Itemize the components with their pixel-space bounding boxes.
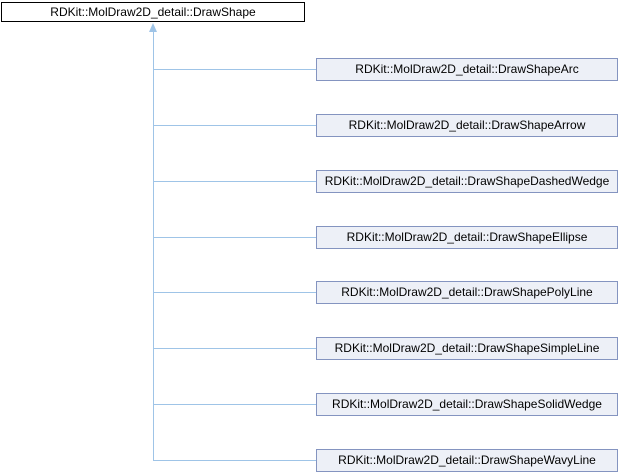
inheritance-edge-branch xyxy=(153,460,316,461)
class-node-drawshapewavyline[interactable]: RDKit::MolDraw2D_detail::DrawShapeWavyLi… xyxy=(316,449,618,472)
inheritance-arrowhead-icon xyxy=(149,23,157,32)
inheritance-edge-branch xyxy=(153,348,316,349)
class-node-drawshapepolyline[interactable]: RDKit::MolDraw2D_detail::DrawShapePolyLi… xyxy=(316,281,618,304)
inheritance-edge-branch xyxy=(153,181,316,182)
class-node-drawshapearrow[interactable]: RDKit::MolDraw2D_detail::DrawShapeArrow xyxy=(316,114,618,137)
inheritance-edge-trunk xyxy=(153,30,154,461)
class-node-drawshapeellipse[interactable]: RDKit::MolDraw2D_detail::DrawShapeEllips… xyxy=(316,226,618,249)
inheritance-edge-branch xyxy=(153,404,316,405)
class-node-drawshapesimpleline[interactable]: RDKit::MolDraw2D_detail::DrawShapeSimple… xyxy=(316,337,618,360)
class-node-drawshapedashedwedge[interactable]: RDKit::MolDraw2D_detail::DrawShapeDashed… xyxy=(316,170,618,193)
class-node-drawshapearc[interactable]: RDKit::MolDraw2D_detail::DrawShapeArc xyxy=(316,58,618,81)
inheritance-edge-branch xyxy=(153,292,316,293)
inheritance-edge-branch xyxy=(153,125,316,126)
class-node-drawshapesolidwedge[interactable]: RDKit::MolDraw2D_detail::DrawShapeSolidW… xyxy=(316,393,618,416)
inheritance-edge-branch xyxy=(153,237,316,238)
class-node-drawshape: RDKit::MolDraw2D_detail::DrawShape xyxy=(1,2,305,22)
inheritance-edge-branch xyxy=(153,69,316,70)
